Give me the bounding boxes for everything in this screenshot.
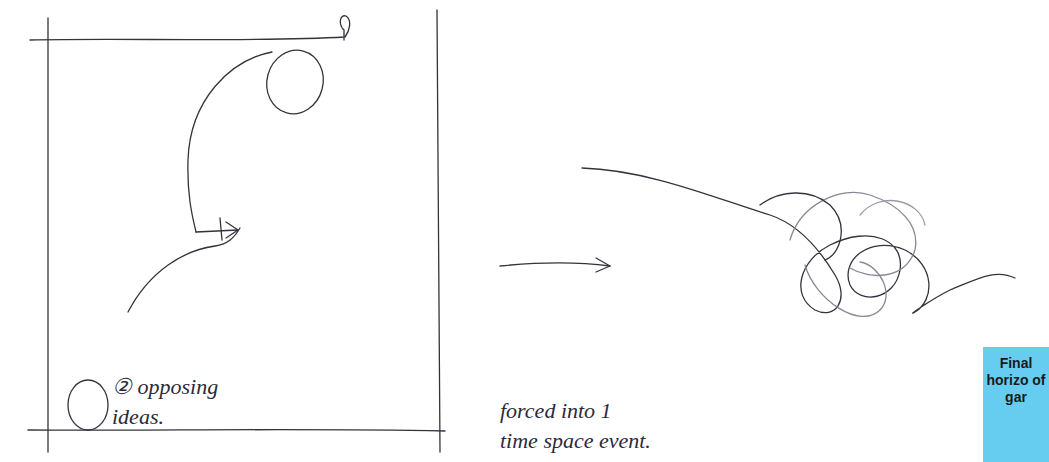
caption-text: Final horizo of gar <box>986 355 1046 406</box>
caption-box: Final horizo of gar <box>983 347 1049 462</box>
handwritten-note: ② opposing ideas. <box>112 372 262 432</box>
handwritten-note: forced into 1 time space event. <box>500 396 710 456</box>
